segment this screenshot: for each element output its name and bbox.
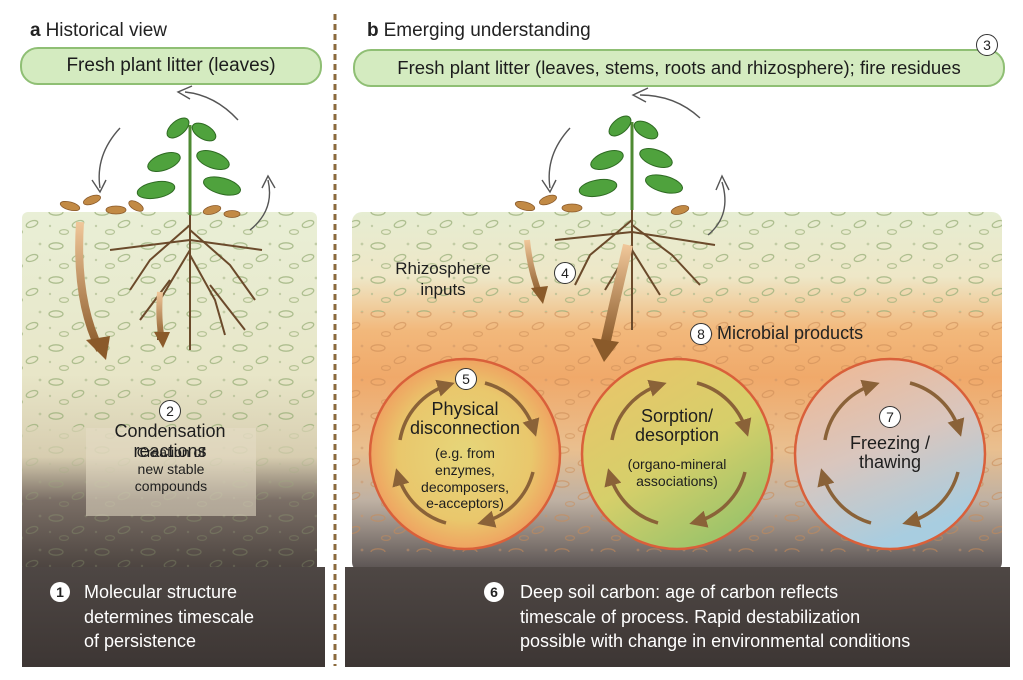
stable-compounds-box	[86, 428, 256, 516]
deep-soil-text: Deep soil carbon: age of carbon reflects…	[520, 582, 911, 651]
flow-arrow-icon	[91, 85, 730, 236]
sorption-title: Sorption/ desorption	[634, 406, 720, 446]
panel-b-litter-pill: Fresh plant litter (leaves, stems, roots…	[353, 49, 1005, 87]
panel-a-soil	[22, 212, 325, 667]
sorption-detail: (organo-mineral associations)	[627, 456, 727, 489]
step-8-marker: 8	[690, 323, 712, 346]
step-3-wrap: 3	[976, 34, 998, 56]
step-5-marker: 5	[455, 368, 477, 390]
step-2-marker: 2	[159, 400, 181, 423]
panel-a-title: Historical view	[45, 20, 167, 41]
leaf-litter-icon	[59, 194, 241, 218]
step-7-wrap: 7	[879, 406, 901, 428]
condensation-label: 2 Condensation reactions	[70, 381, 270, 461]
stable-compounds-label: Creation of new stable compounds	[134, 444, 208, 494]
microbial-products-text: Microbial products	[717, 323, 864, 343]
persistence-note: 1	[50, 582, 70, 602]
step-3-marker: 3	[976, 34, 998, 56]
process-circles	[368, 357, 987, 551]
physical-disconnection-detail: (e.g. from enzymes, decomposers, e-accep…	[421, 445, 509, 512]
panel-a-litter-pill: Fresh plant litter (leaves)	[20, 47, 322, 85]
step-6-marker: 6	[484, 582, 504, 602]
condensation-text: Condensation reactions	[114, 421, 226, 461]
panel-b-dark-band	[345, 567, 1010, 667]
flow-arrow-icon	[75, 221, 633, 362]
rhizosphere-label: Rhizosphere inputs	[395, 259, 491, 300]
panel-a-letter: a	[30, 20, 41, 41]
panel-a-litter-label: Fresh plant litter (leaves)	[66, 55, 276, 76]
persistence-text: Molecular structure determines timescale…	[84, 582, 255, 651]
panel-b-title: Emerging understanding	[383, 20, 591, 41]
freezing-title: Freezing / thawing	[849, 433, 931, 473]
step-1-marker: 1	[50, 582, 70, 602]
panel-a-dark-band	[22, 567, 325, 667]
sorption-circle	[580, 357, 774, 551]
step-6-wrap: 6	[484, 582, 504, 602]
step-7-marker: 7	[879, 406, 901, 428]
step-4-wrap: 4	[554, 262, 576, 284]
panel-b-litter-label: Fresh plant litter (leaves, stems, roots…	[397, 57, 961, 78]
step-4-marker: 4	[554, 262, 576, 284]
leaf-litter-icon	[514, 194, 690, 215]
step-5-wrap: 5	[455, 368, 477, 390]
microbial-products-label: 8 Microbial products	[690, 323, 864, 346]
panel-b-letter: b	[367, 20, 379, 41]
plant-icon	[514, 115, 716, 330]
cycle-arrow-icon	[392, 379, 965, 528]
physical-disconnection-title: Physical disconnection	[409, 399, 521, 439]
